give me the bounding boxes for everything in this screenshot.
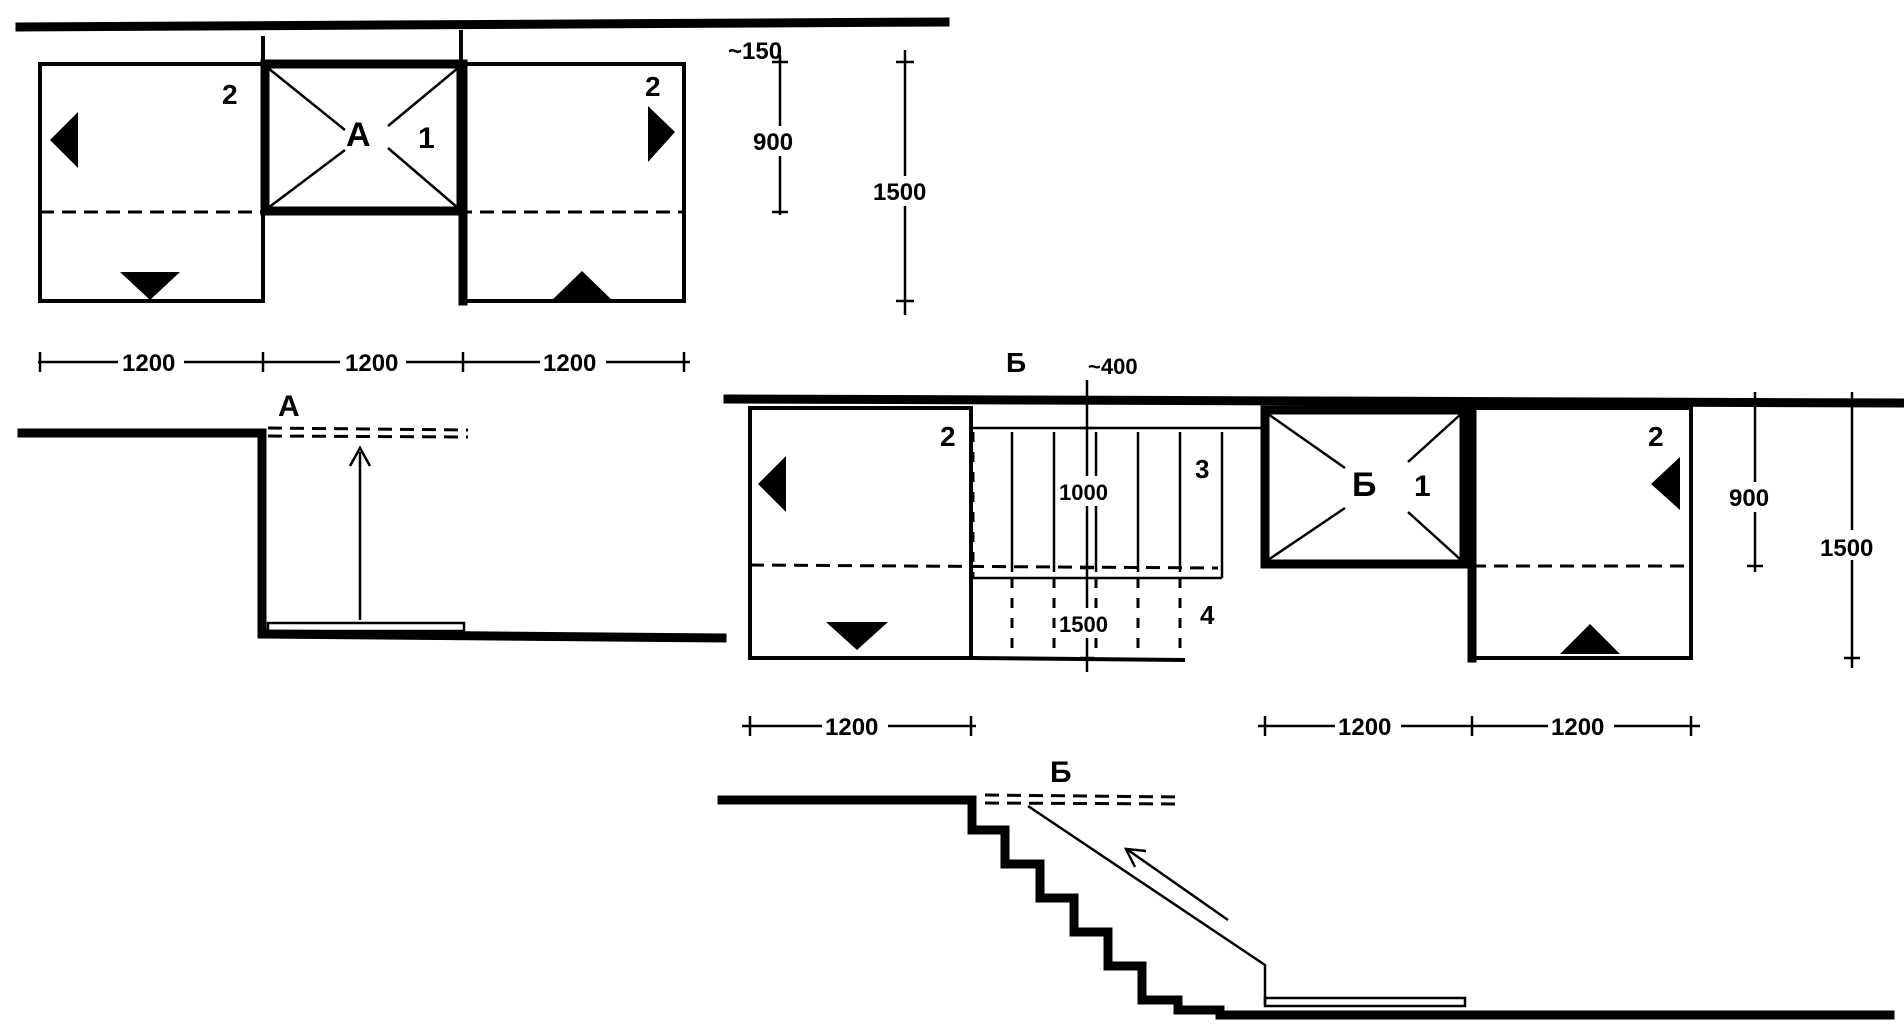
arrow-up-left-icon — [1123, 847, 1147, 868]
plan-a-lift-cross — [387, 147, 459, 209]
section-a-platform-top — [267, 434, 469, 439]
plan-b-label-1: 1 — [1414, 470, 1431, 503]
plan-a-width-3: 1200 — [543, 350, 596, 377]
plan-b-dim-bg — [1057, 608, 1119, 638]
plan-b-stair-dim-1000: 1000 — [1059, 480, 1108, 505]
arrow-left-icon — [648, 106, 675, 162]
plan-a-width-1: 1200 — [122, 350, 175, 377]
arrow-left-icon — [758, 456, 786, 512]
plan-b-dim-bg — [1727, 482, 1785, 512]
arrow-down-icon — [826, 622, 888, 650]
arrow-left-icon — [50, 112, 78, 168]
plan-b-dim-bg — [822, 712, 888, 740]
section-a-pit-wall — [257, 428, 727, 643]
plan-b-dim-bg — [1818, 530, 1888, 560]
section-b-platform-top — [984, 793, 1183, 799]
plan-a-label-1: 1 — [418, 122, 435, 155]
section-b-stair-profile — [967, 795, 1895, 1020]
plan-a: 2 2 A 1 ~150 900 1500 1200 1200 1200 — [15, 17, 950, 377]
plan-b-dim-bg — [1335, 712, 1401, 740]
plan-b-lift-cross — [1407, 511, 1462, 561]
plan-a-dim-bg — [752, 126, 808, 156]
section-b-rail — [1027, 804, 1267, 1004]
section-b-title: Б — [1050, 756, 1072, 789]
plan-b-lift-cross — [1267, 506, 1346, 562]
section-a: A — [17, 390, 727, 643]
plan-b-width-2: 1200 — [1338, 714, 1391, 741]
arrow-up-icon — [1560, 624, 1620, 654]
section-a-platform-bottom — [266, 621, 466, 633]
plan-b-dim-bg — [1548, 712, 1614, 740]
plan-b-label-3: 3 — [1195, 454, 1209, 484]
section-b-platform-bottom — [1263, 996, 1467, 1008]
section-b-travel-arrow — [1127, 848, 1229, 922]
arrow-down-icon — [120, 272, 180, 300]
plan-b-width-1: 1200 — [825, 714, 878, 741]
plan-a-lift-cross — [387, 67, 459, 127]
plan-a-dim-bg — [118, 348, 184, 376]
plan-b-width-3: 1200 — [1551, 714, 1604, 741]
plan-b-label-2-right: 2 — [1648, 421, 1664, 452]
plan-b-lift-cross — [1267, 412, 1346, 470]
arrow-up-icon — [348, 445, 372, 467]
plan-a-dim-1500: 1500 — [873, 179, 926, 206]
plan-b-top-clearance: ~400 — [1088, 354, 1138, 379]
plan-b-center-mark: Б — [1352, 466, 1376, 504]
section-b-platform-top — [984, 801, 1183, 806]
plan-b-lift-cross — [1407, 413, 1462, 463]
plan-b-label-2-left: 2 — [940, 421, 956, 452]
plan-b-dim-1500: 1500 — [1820, 535, 1873, 562]
arrow-left-icon — [1651, 457, 1680, 510]
plan-a-dim-bg — [540, 348, 606, 376]
plan-b-lift — [1260, 405, 1469, 569]
plan-b-dim-900: 900 — [1729, 485, 1769, 512]
plan-a-dim-bg — [340, 348, 406, 376]
plan-b-section-mark-top: Б — [1006, 347, 1026, 378]
plan-a-label-2-right: 2 — [645, 71, 661, 102]
plan-b-wall-line — [723, 394, 1904, 408]
plan-a-width-2: 1200 — [345, 350, 398, 377]
plan-a-dim-bg — [870, 176, 940, 206]
plan-a-wall-line — [15, 17, 950, 32]
plan-a-lift-cross — [267, 149, 346, 209]
plan-b-dashed-line — [749, 563, 1219, 570]
plan-b-stair-dim-1500: 1500 — [1059, 612, 1108, 637]
plan-a-top-clearance: ~150 — [728, 38, 782, 65]
arrow-up-icon — [550, 271, 614, 302]
plan-b-booth-left — [748, 406, 973, 660]
plan-a-dim-900: 900 — [753, 129, 793, 156]
plan-a-label-2-left: 2 — [222, 79, 238, 110]
section-a-platform-top — [267, 426, 469, 432]
plan-b-stair-bottom — [970, 656, 1186, 662]
plan-b-label-4: 4 — [1200, 600, 1215, 630]
section-a-title: A — [278, 390, 300, 423]
section-b: Б — [717, 756, 1895, 1020]
plan-b: Б ~400 1000 1500 2 3 — [723, 347, 1904, 741]
plan-b-dim-bg — [1057, 476, 1119, 506]
plan-a-section-mark: A — [346, 116, 371, 154]
plan-a-lift-cross — [267, 67, 346, 131]
